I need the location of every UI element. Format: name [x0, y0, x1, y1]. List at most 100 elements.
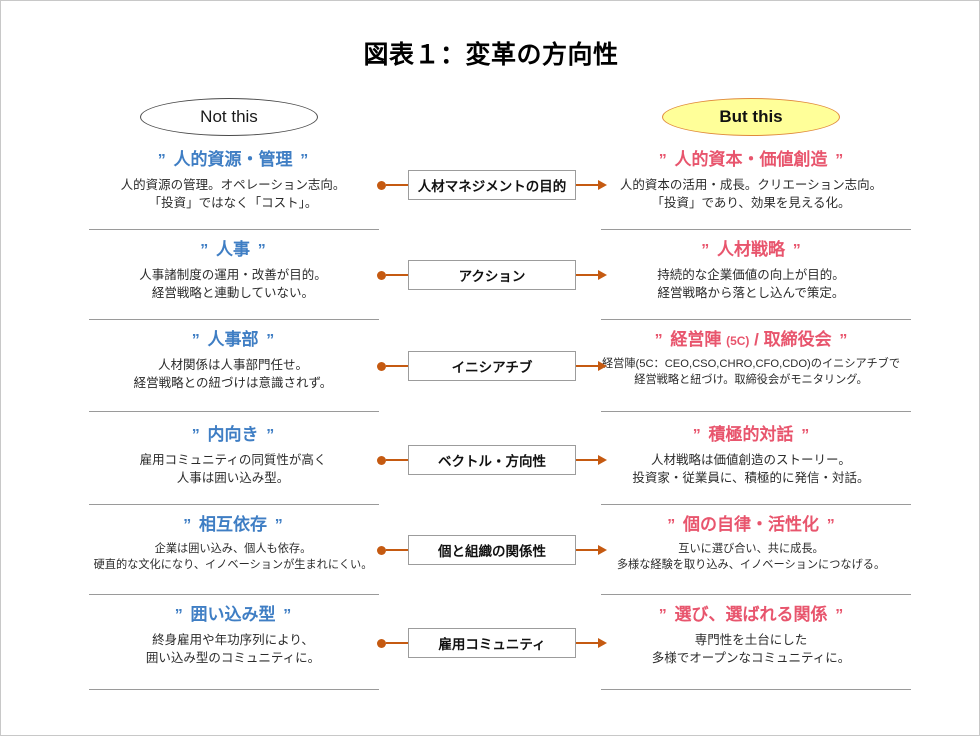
row-right-heading: ” 人的資本・価値創造 ”	[581, 149, 921, 171]
arrow-head-icon	[598, 638, 607, 648]
row-left-heading: ” 人事 ”	[63, 239, 403, 261]
arrow-line-right	[576, 548, 598, 552]
row-right-description: 経営陣(5C：CEO,CSO,CHRO,CFO,CDO)のイニシアチブで経営戦略…	[581, 356, 921, 388]
arrow-line-left	[386, 458, 408, 462]
page-title: 図表１：変革の方向性	[363, 41, 619, 69]
connector-arrow: イニシアチブ	[377, 349, 607, 383]
description-line: 囲い込み型のコミュニティに。	[145, 651, 321, 666]
quote-close-mark: ”	[801, 427, 810, 444]
description-line: 終身雇用や年功序列により、	[152, 633, 314, 647]
description-line: 「投資」ではなく「コスト」。	[148, 196, 318, 211]
row-right-heading-text: 選び、選ばれる関係	[669, 605, 833, 624]
row-divider	[89, 504, 379, 505]
connector-arrow: 雇用コミュニティ	[377, 626, 607, 660]
row-left-heading-text: 人事部	[202, 330, 264, 349]
column-header-not-this: Not this	[140, 98, 318, 136]
description-line: 多様な経験を取り込み、イノベーションにつなげる。	[616, 559, 886, 572]
row-left-cell: ” 人事 ”人事諸制度の運用・改善が目的。経営戦略と連動していない。	[63, 239, 403, 302]
row-right-heading: ” 選び、選ばれる関係 ”	[581, 604, 921, 626]
connector-label-box: 個と組織の関係性	[408, 535, 576, 565]
row-divider	[601, 229, 911, 230]
arrow-start-dot-icon	[377, 270, 386, 280]
row-right-cell: ” 経営陣 (5C) / 取締役会 ”経営陣(5C：CEO,CSO,CHRO,C…	[581, 329, 921, 388]
row-left-description: 人的資源の管理。オペレーション志向。「投資」ではなく「コスト」。	[63, 176, 403, 212]
row-right-description: 人材戦略は価値創造のストーリー。投資家・従業員に、積極的に発信・対話。	[581, 451, 921, 487]
column-header-but-this-label: But this	[719, 107, 783, 126]
connector-label-box: 雇用コミュニティ	[408, 628, 576, 658]
quote-open-mark: ”	[191, 332, 200, 349]
row-right-description: 持続的な企業価値の向上が目的。経営戦略から落とし込んで策定。	[581, 266, 921, 302]
quote-open-mark: ”	[200, 242, 209, 259]
row-right-heading-text: 積極的対話	[703, 425, 799, 444]
description-line: 雇用コミュニティの同質性が高く	[139, 453, 327, 467]
description-line: 投資家・従業員に、積極的に発信・対話。	[632, 471, 870, 486]
arrow-start-dot-icon	[377, 455, 386, 465]
arrow-line-right	[576, 183, 598, 187]
description-line: 持続的な企業価値の向上が目的。	[657, 268, 845, 282]
row-left-cell: ” 内向き ” 雇用コミュニティの同質性が高く人事は囲い込み型。	[63, 424, 403, 487]
row-left-heading-text: 囲い込み型	[185, 605, 281, 624]
description-line: 多様でオープンなコミュニティに。	[651, 651, 851, 666]
row-left-description: 雇用コミュニティの同質性が高く人事は囲い込み型。	[63, 451, 403, 487]
connector-label-box: アクション	[408, 260, 576, 290]
quote-open-mark: ”	[174, 607, 183, 624]
description-line: 人的資本の活用・成長。クリエーション志向。	[619, 178, 883, 192]
row-divider	[89, 319, 379, 320]
arrow-line-right	[576, 641, 598, 645]
quote-open-mark: ”	[191, 427, 200, 444]
row-divider	[601, 689, 911, 690]
row-left-heading: ” 相互依存 ”	[63, 514, 403, 536]
description-line: 互いに選び合い、共に成長。	[678, 543, 824, 555]
row-right-cell: ” 積極的対話 ” 人材戦略は価値創造のストーリー。投資家・従業員に、積極的に発信…	[581, 424, 921, 487]
connector-arrow: ベクトル・方向性	[377, 443, 607, 477]
description-line: 経営戦略との紐づけは意識されず。	[133, 376, 333, 391]
description-line: 経営陣(5C：CEO,CSO,CHRO,CFO,CDO)のイニシアチブで	[601, 358, 901, 370]
quote-open-mark: ”	[183, 517, 192, 534]
quote-open-mark: ”	[157, 152, 166, 169]
arrow-line-left	[386, 641, 408, 645]
arrow-start-dot-icon	[377, 545, 386, 555]
arrow-head-icon	[598, 361, 607, 371]
row-right-description: 人的資本の活用・成長。クリエーション志向。「投資」であり、効果を見える化。	[581, 176, 921, 212]
row-left-heading: ” 内向き ”	[63, 424, 403, 446]
quote-open-mark: ”	[658, 152, 667, 169]
description-line: 専門性を土台にした	[694, 633, 808, 647]
arrow-line-left	[386, 548, 408, 552]
row-right-heading: ” 個の自律・活性化 ”	[581, 514, 921, 536]
quote-close-mark: ”	[266, 427, 275, 444]
quote-close-mark: ”	[835, 607, 844, 624]
row-right-cell: ” 人的資本・価値創造 ” 人的資本の活用・成長。クリエーション志向。「投資」であ…	[581, 149, 921, 212]
row-right-heading-main: 経営陣	[665, 330, 727, 349]
row-divider	[89, 411, 379, 412]
description-line: 「投資」であり、効果を見える化。	[651, 196, 851, 211]
row-right-heading: ” 積極的対話 ”	[581, 424, 921, 446]
arrow-line-right	[576, 364, 598, 368]
arrow-head-icon	[598, 545, 607, 555]
arrow-start-dot-icon	[377, 180, 386, 190]
row-right-description: 互いに選び合い、共に成長。多様な経験を取り込み、イノベーションにつなげる。	[581, 541, 921, 573]
description-line: 経営戦略から落とし込んで策定。	[657, 286, 845, 301]
arrow-line-right	[576, 458, 598, 462]
arrow-head-icon	[598, 180, 607, 190]
arrow-start-dot-icon	[377, 638, 386, 648]
column-header-not-this-label: Not this	[200, 107, 258, 126]
row-divider	[601, 411, 911, 412]
row-left-heading-text: 人的資源・管理	[168, 150, 298, 169]
description-line: 人事諸制度の運用・改善が目的。	[139, 268, 327, 282]
connector-arrow: 人材マネジメントの目的	[377, 168, 607, 202]
comparison-row: ” 人事 ”人事諸制度の運用・改善が目的。経営戦略と連動していない。” 人材戦略…	[1, 239, 980, 329]
comparison-row: ” 内向き ” 雇用コミュニティの同質性が高く人事は囲い込み型。 ” 積極的対話 ”…	[1, 424, 980, 514]
quote-close-mark: ”	[266, 332, 275, 349]
comparison-row: ” 囲い込み型 ” 終身雇用や年功序列により、囲い込み型のコミュニティに。 ” 選び…	[1, 604, 980, 694]
arrow-head-icon	[598, 455, 607, 465]
arrow-start-dot-icon	[377, 361, 386, 371]
row-right-heading: ” 人材戦略 ”	[581, 239, 921, 261]
row-divider	[89, 229, 379, 230]
quote-close-mark: ”	[283, 607, 292, 624]
row-left-heading: ” 人事部 ”	[63, 329, 403, 351]
row-right-heading-text: 人材戦略	[712, 240, 790, 259]
description-line: 人事は囲い込み型。	[176, 471, 290, 486]
description-line: 経営戦略と紐づけ。取締役会がモニタリング。	[634, 374, 868, 387]
description-line: 人材戦略は価値創造のストーリー。	[651, 453, 851, 467]
